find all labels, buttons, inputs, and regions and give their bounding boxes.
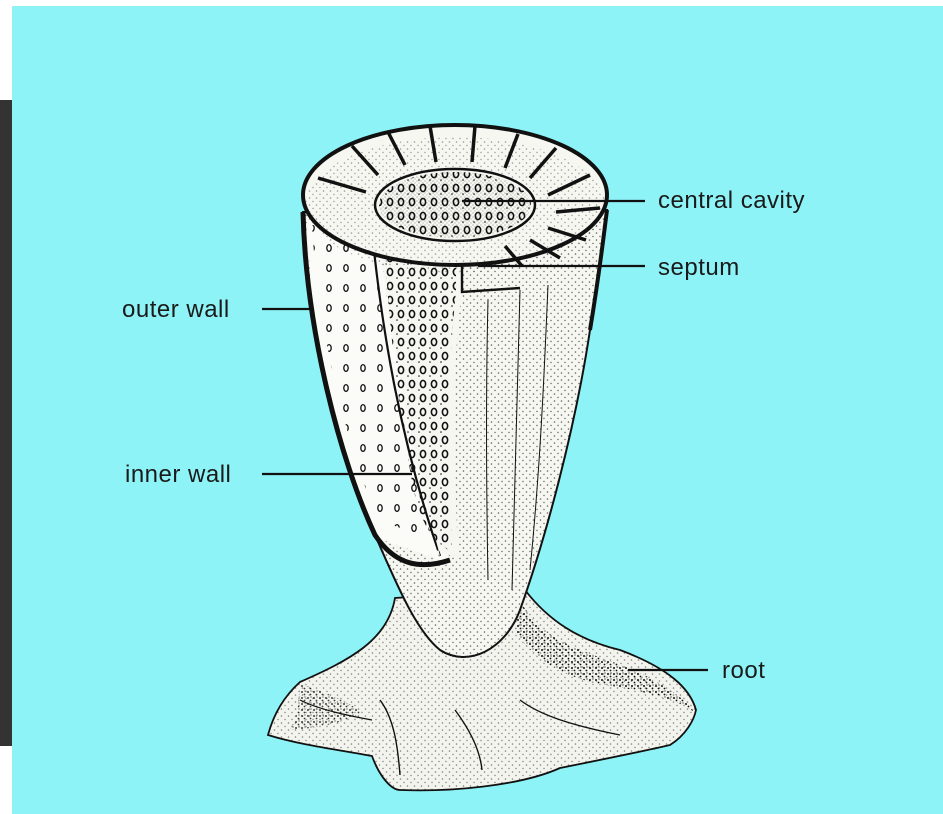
label-central-cavity: central cavity xyxy=(658,189,805,213)
label-septum: septum xyxy=(658,256,740,280)
photo-strip xyxy=(0,100,14,746)
label-root: root xyxy=(722,659,765,683)
label-outer-wall: outer wall xyxy=(122,298,230,322)
label-inner-wall: inner wall xyxy=(125,463,231,487)
cup-rim xyxy=(303,125,607,273)
